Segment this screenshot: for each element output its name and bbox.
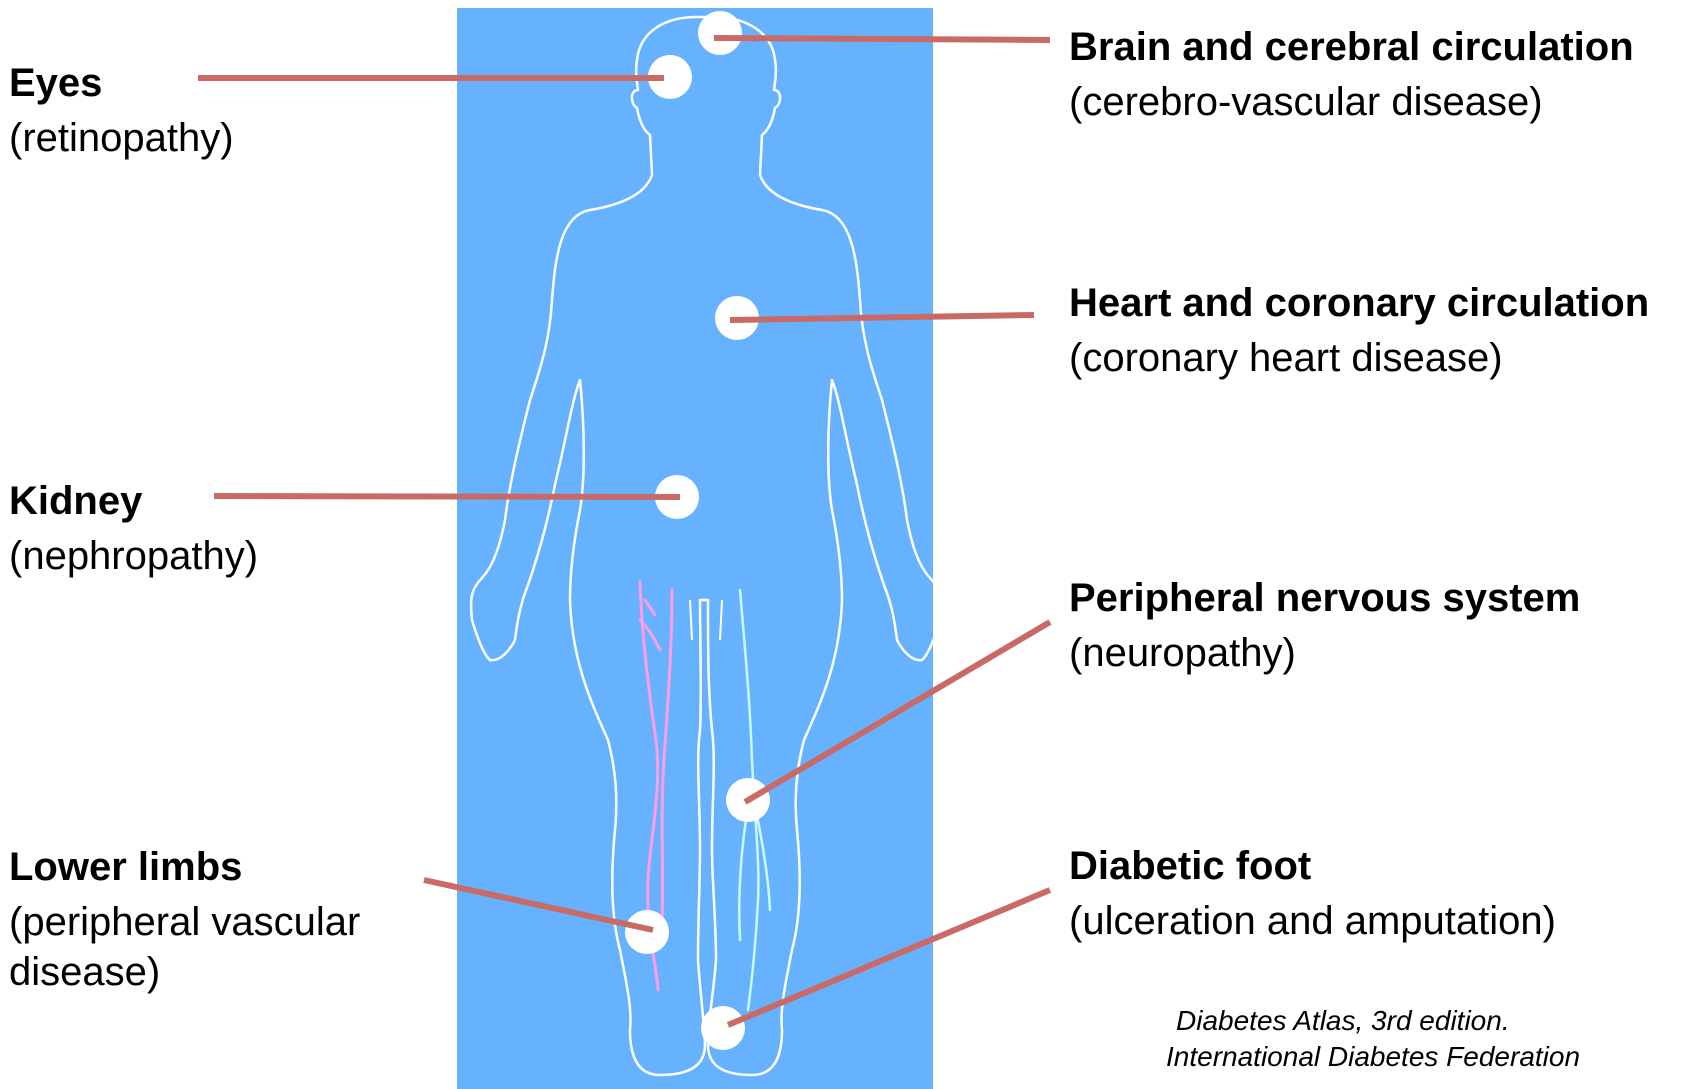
callout-lower-limbs-title: Lower limbs (9, 847, 409, 887)
connector-brain (714, 38, 1050, 40)
callout-heart-subtitle: (coronary heart disease) (1069, 333, 1649, 383)
connector-diabetic-foot (728, 890, 1050, 1025)
callout-brain-title: Brain and cerebral circulation (1069, 27, 1634, 67)
callout-brain-subtitle: (cerebro-vascular disease) (1069, 77, 1634, 127)
citation: Diabetes Atlas, 3rd edition. Internation… (1166, 1003, 1580, 1075)
callout-kidney: Kidney (nephropathy) (9, 481, 258, 581)
callout-peripheral-nervous-title: Peripheral nervous system (1069, 578, 1580, 618)
connector-heart (730, 315, 1034, 320)
callout-brain: Brain and cerebral circulation (cerebro-… (1069, 27, 1634, 127)
callout-heart-title: Heart and coronary circulation (1069, 283, 1649, 323)
callout-peripheral-nervous-subtitle: (neuropathy) (1069, 628, 1580, 678)
callout-diabetic-foot-subtitle: (ulceration and amputation) (1069, 896, 1556, 946)
callout-lower-limbs: Lower limbs (peripheral vascular disease… (9, 847, 409, 997)
citation-line-2: International Diabetes Federation (1166, 1039, 1580, 1075)
callout-diabetic-foot-title: Diabetic foot (1069, 846, 1556, 886)
callout-eyes-subtitle: (retinopathy) (9, 113, 234, 163)
marker-diabetic-foot (701, 1006, 745, 1050)
marker-lower-limbs (625, 910, 669, 954)
callout-eyes: Eyes (retinopathy) (9, 63, 234, 163)
callout-heart: Heart and coronary circulation (coronary… (1069, 283, 1649, 383)
marker-brain (698, 11, 742, 55)
inner-leg-line (690, 600, 722, 640)
connector-peripheral-nervous (745, 622, 1050, 802)
connector-lower-limbs (424, 880, 653, 930)
callout-diabetic-foot: Diabetic foot (ulceration and amputation… (1069, 846, 1556, 946)
callout-kidney-subtitle: (nephropathy) (9, 531, 258, 581)
callout-eyes-title: Eyes (9, 63, 234, 103)
callout-lower-limbs-subtitle: (peripheral vascular disease) (9, 897, 409, 997)
human-body-outline-icon (471, 17, 941, 1075)
callout-peripheral-nervous: Peripheral nervous system (neuropathy) (1069, 578, 1580, 678)
callout-kidney-title: Kidney (9, 481, 258, 521)
citation-line-1: Diabetes Atlas, 3rd edition. (1166, 1003, 1580, 1039)
connector-kidney (214, 496, 680, 497)
